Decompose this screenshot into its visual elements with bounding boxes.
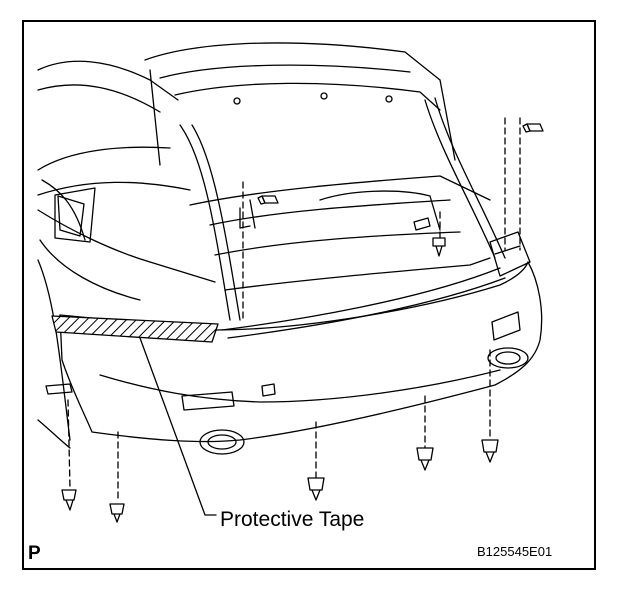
- bolt-top-right: [522, 123, 544, 133]
- tail-lamps: [41, 179, 531, 277]
- callout-leader: [139, 337, 217, 516]
- figure-id: B125545E01: [477, 544, 553, 559]
- screw-left: [109, 503, 125, 523]
- car-body: [37, 60, 216, 449]
- corner-letter: P: [28, 543, 41, 564]
- clip-bottom-center: [307, 477, 325, 501]
- clip-left: [61, 489, 77, 511]
- side-retainer: [45, 383, 73, 395]
- protective-tape-strip: [51, 315, 219, 343]
- clip-right-upper: [432, 237, 446, 257]
- trunk-lid: [144, 42, 506, 321]
- clip-far-right: [481, 439, 499, 463]
- fastener-guide-lines: [67, 117, 521, 501]
- protective-tape-label: Protective Tape: [220, 508, 365, 531]
- trunk-interior: [189, 175, 491, 291]
- rear-bumper: [59, 261, 543, 455]
- clip-bottom-right: [416, 447, 434, 471]
- bolt-trunk: [257, 195, 279, 205]
- trunk-sill: [221, 267, 501, 331]
- retainer-bracket: [413, 217, 431, 231]
